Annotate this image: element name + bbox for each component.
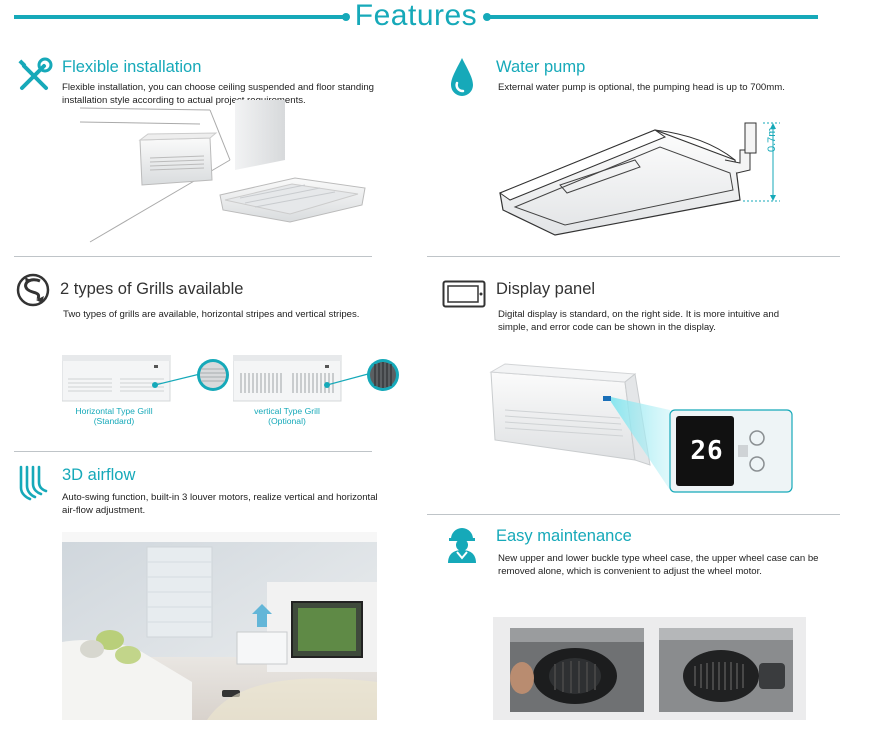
water-pump-desc: External water pump is optional, the pum…	[498, 82, 785, 93]
pump-height-label: 0.7m	[766, 127, 778, 152]
divider-right-1	[427, 256, 840, 257]
installation-illustration	[80, 100, 380, 245]
display-panel-title: Display panel	[496, 280, 596, 298]
vertical-grill-caption-line1: vertical Type Grill	[254, 406, 320, 416]
horizontal-grill-unit	[62, 355, 172, 403]
grills-title: 2 types of Grills available	[60, 280, 244, 298]
display-panel-desc-line1: Digital display is standard, on the righ…	[498, 309, 780, 320]
water-pump-illustration	[495, 115, 795, 240]
display-panel-desc-line2: simple, and error code can be shown in t…	[498, 321, 716, 333]
display-panel-illustration	[485, 360, 800, 495]
horizontal-grill-swatch	[196, 358, 230, 392]
horizontal-grill-caption: Horizontal Type Grill (Standard)	[60, 406, 168, 426]
vertical-grill-connector	[322, 360, 382, 400]
divider-left-1	[14, 256, 372, 257]
vertical-grill-caption-line2: (Optional)	[268, 416, 306, 426]
header-line-right	[488, 15, 818, 19]
water-pump-title: Water pump	[496, 58, 586, 76]
wheel-case-photo-right	[659, 628, 793, 712]
header-line-left	[14, 15, 346, 19]
horizontal-grill-caption-line2: (Standard)	[93, 416, 135, 426]
vertical-grill-swatch	[366, 358, 400, 392]
display-readout: 26	[690, 436, 724, 466]
header-dot-right	[483, 13, 491, 21]
vertical-grill-caption: vertical Type Grill (Optional)	[233, 406, 341, 426]
maintenance-title: Easy maintenance	[496, 527, 632, 545]
recycle-s-icon	[14, 272, 52, 308]
wrench-screwdriver-icon	[14, 56, 54, 96]
horizontal-grill-connector	[150, 360, 220, 400]
airflow-title: 3D airflow	[62, 466, 136, 484]
wheel-case-photo-left	[510, 628, 644, 712]
vertical-grill-unit	[233, 355, 343, 403]
horizontal-grill-caption-line1: Horizontal Type Grill	[75, 406, 153, 416]
grills-desc: Two types of grills are available, horiz…	[63, 309, 360, 320]
display-panel-icon	[442, 280, 486, 308]
header-dot-left	[342, 13, 350, 21]
divider-left-2	[14, 451, 372, 452]
flexible-installation-desc: Flexible installation, you can choose ce…	[62, 82, 374, 106]
living-room-photo	[62, 532, 377, 720]
airflow-waves-icon	[17, 464, 49, 502]
page-title: Features	[354, 0, 478, 32]
divider-right-2	[427, 514, 840, 515]
display-panel-desc: Digital display is standard, on the righ…	[498, 309, 858, 334]
maintenance-desc: New upper and lower buckle type wheel ca…	[498, 553, 819, 577]
airflow-desc: Auto-swing function, built-in 3 louver m…	[62, 492, 378, 516]
worker-icon	[445, 525, 479, 565]
flexible-installation-title: Flexible installation	[62, 58, 202, 76]
water-drop-icon	[449, 56, 475, 98]
